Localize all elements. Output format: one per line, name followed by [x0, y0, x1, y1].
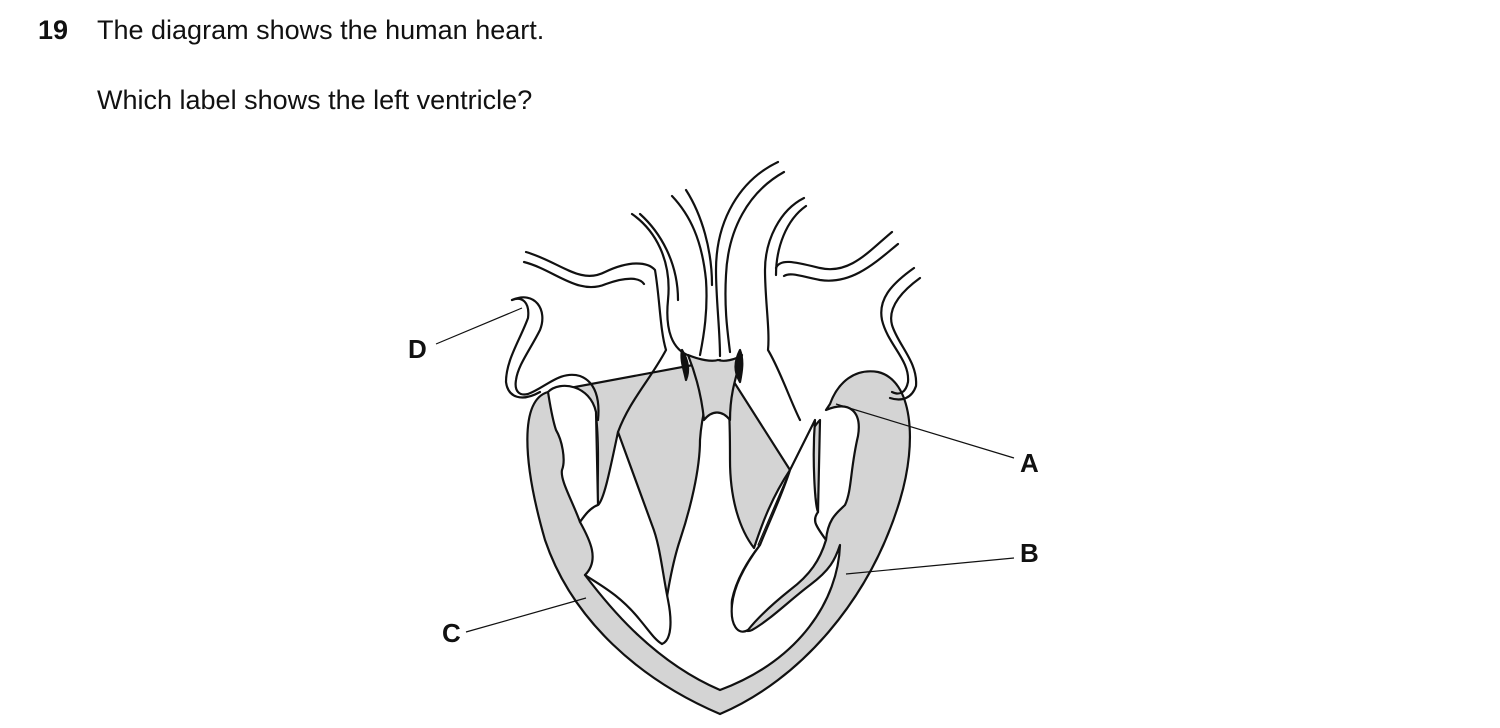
leader-line-d [435, 307, 523, 345]
pulmonary-artery-left-inner [522, 260, 646, 289]
label-c: C [442, 618, 461, 648]
right-atrium-outline [546, 384, 600, 524]
aorta-arch-inner [724, 170, 786, 354]
vena-cava-outline [510, 296, 600, 422]
question-stem: The diagram shows the human heart. [97, 15, 545, 45]
heart-drawing [504, 160, 922, 716]
aorta-right-descending [880, 266, 916, 395]
pulmonary-artery-left [524, 250, 668, 434]
pulmonary-vein-right [763, 196, 806, 422]
aorta-left-inner [684, 188, 714, 287]
chordae-left [617, 431, 653, 526]
leader-line-b [845, 557, 1015, 575]
label-a: A [1020, 448, 1039, 478]
leader-line-a [835, 403, 1015, 459]
pulmonary-trunk-inner [638, 212, 680, 302]
label-d: D [408, 334, 427, 364]
pulmonary-vein-far-inner [782, 242, 900, 282]
leader-lines [435, 307, 1015, 633]
valve-right [734, 348, 744, 384]
question-prompt: Which label shows the left ventricle? [97, 85, 533, 115]
pulmonary-vein-far [774, 230, 894, 271]
atrium-inner-right [812, 419, 819, 513]
valve-left [680, 348, 690, 382]
chordae-right [757, 469, 791, 546]
label-b: B [1020, 538, 1039, 568]
aorta-left-wall [670, 194, 708, 357]
right-ventricle [578, 430, 672, 646]
atrium-inner-left [595, 411, 600, 506]
leader-line-c [465, 597, 587, 633]
aorta-arch [714, 160, 780, 358]
septum-trunk [686, 353, 744, 422]
aorta-right-descending-inner [888, 276, 922, 401]
pulmonary-trunk [630, 212, 692, 358]
vena-cava-inner [504, 297, 542, 399]
question-number: 19 [38, 15, 69, 45]
